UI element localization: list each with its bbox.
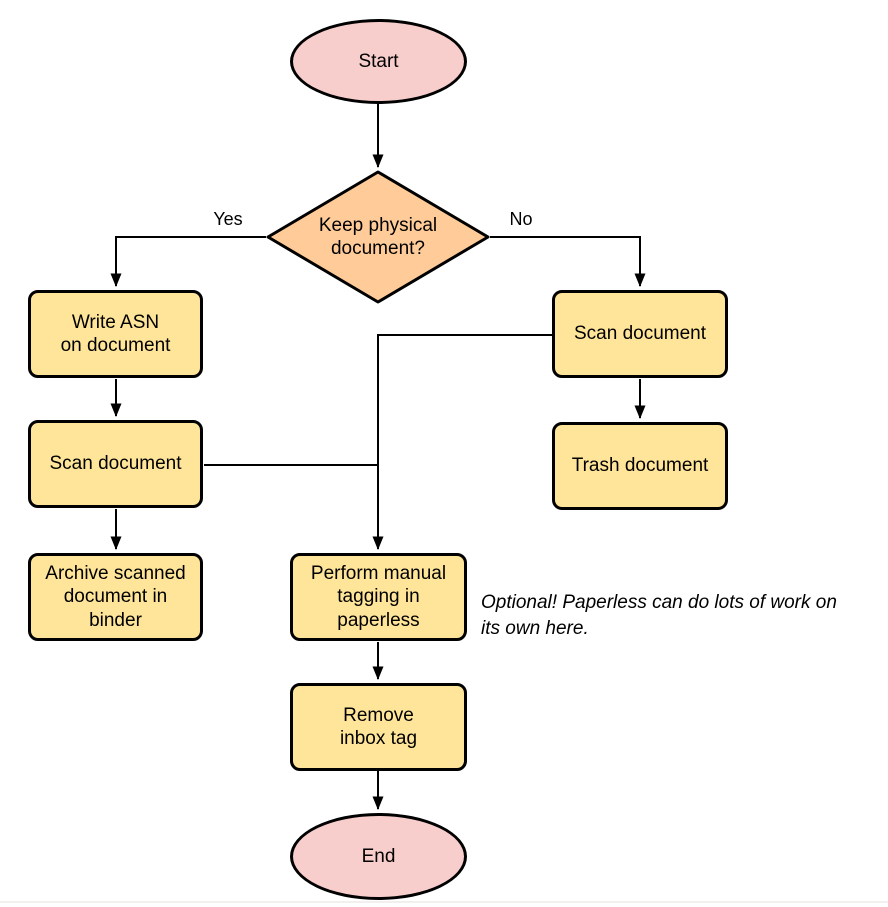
node-write-asn: Write ASN on document <box>28 290 203 378</box>
node-manual-tagging-label: Perform manual tagging in paperless <box>310 563 447 631</box>
node-scan-document-right: Scan document <box>552 290 728 378</box>
annotation-optional-note: Optional! Paperless can do lots of work … <box>481 592 837 640</box>
edge-scan-right-to-tagging <box>372 334 552 550</box>
node-trash-document-label: Trash document <box>571 455 709 477</box>
node-scan-document-left-label: Scan document <box>49 453 182 475</box>
edge-decision-yes-to-write-asn <box>110 236 266 287</box>
edge-label-no: No <box>509 209 533 229</box>
node-manual-tagging: Perform manual tagging in paperless <box>290 553 467 641</box>
edge-decision-no-to-scan-right <box>490 236 646 287</box>
node-end-label: End <box>361 845 396 867</box>
node-start: Start <box>290 19 467 104</box>
node-archive-scanned-label: Archive scanned document in binder <box>45 563 186 631</box>
node-start-label: Start <box>358 50 399 72</box>
node-trash-document: Trash document <box>552 422 728 510</box>
node-remove-inbox-tag-label: Remove inbox tag <box>339 704 418 749</box>
edge-label-yes: Yes <box>213 209 243 229</box>
decision-diamond-shape <box>266 170 490 304</box>
node-decision-keep-physical: Keep physical document? <box>266 170 490 304</box>
node-end: End <box>290 813 467 900</box>
node-scan-document-right-label: Scan document <box>573 323 707 345</box>
bottom-divider <box>0 901 888 903</box>
node-scan-document-left: Scan document <box>28 420 203 508</box>
node-remove-inbox-tag: Remove inbox tag <box>290 683 467 771</box>
node-archive-scanned: Archive scanned document in binder <box>28 553 203 641</box>
node-write-asn-label: Write ASN on document <box>60 311 171 356</box>
node-decision-label: Keep physical document? <box>318 214 438 259</box>
